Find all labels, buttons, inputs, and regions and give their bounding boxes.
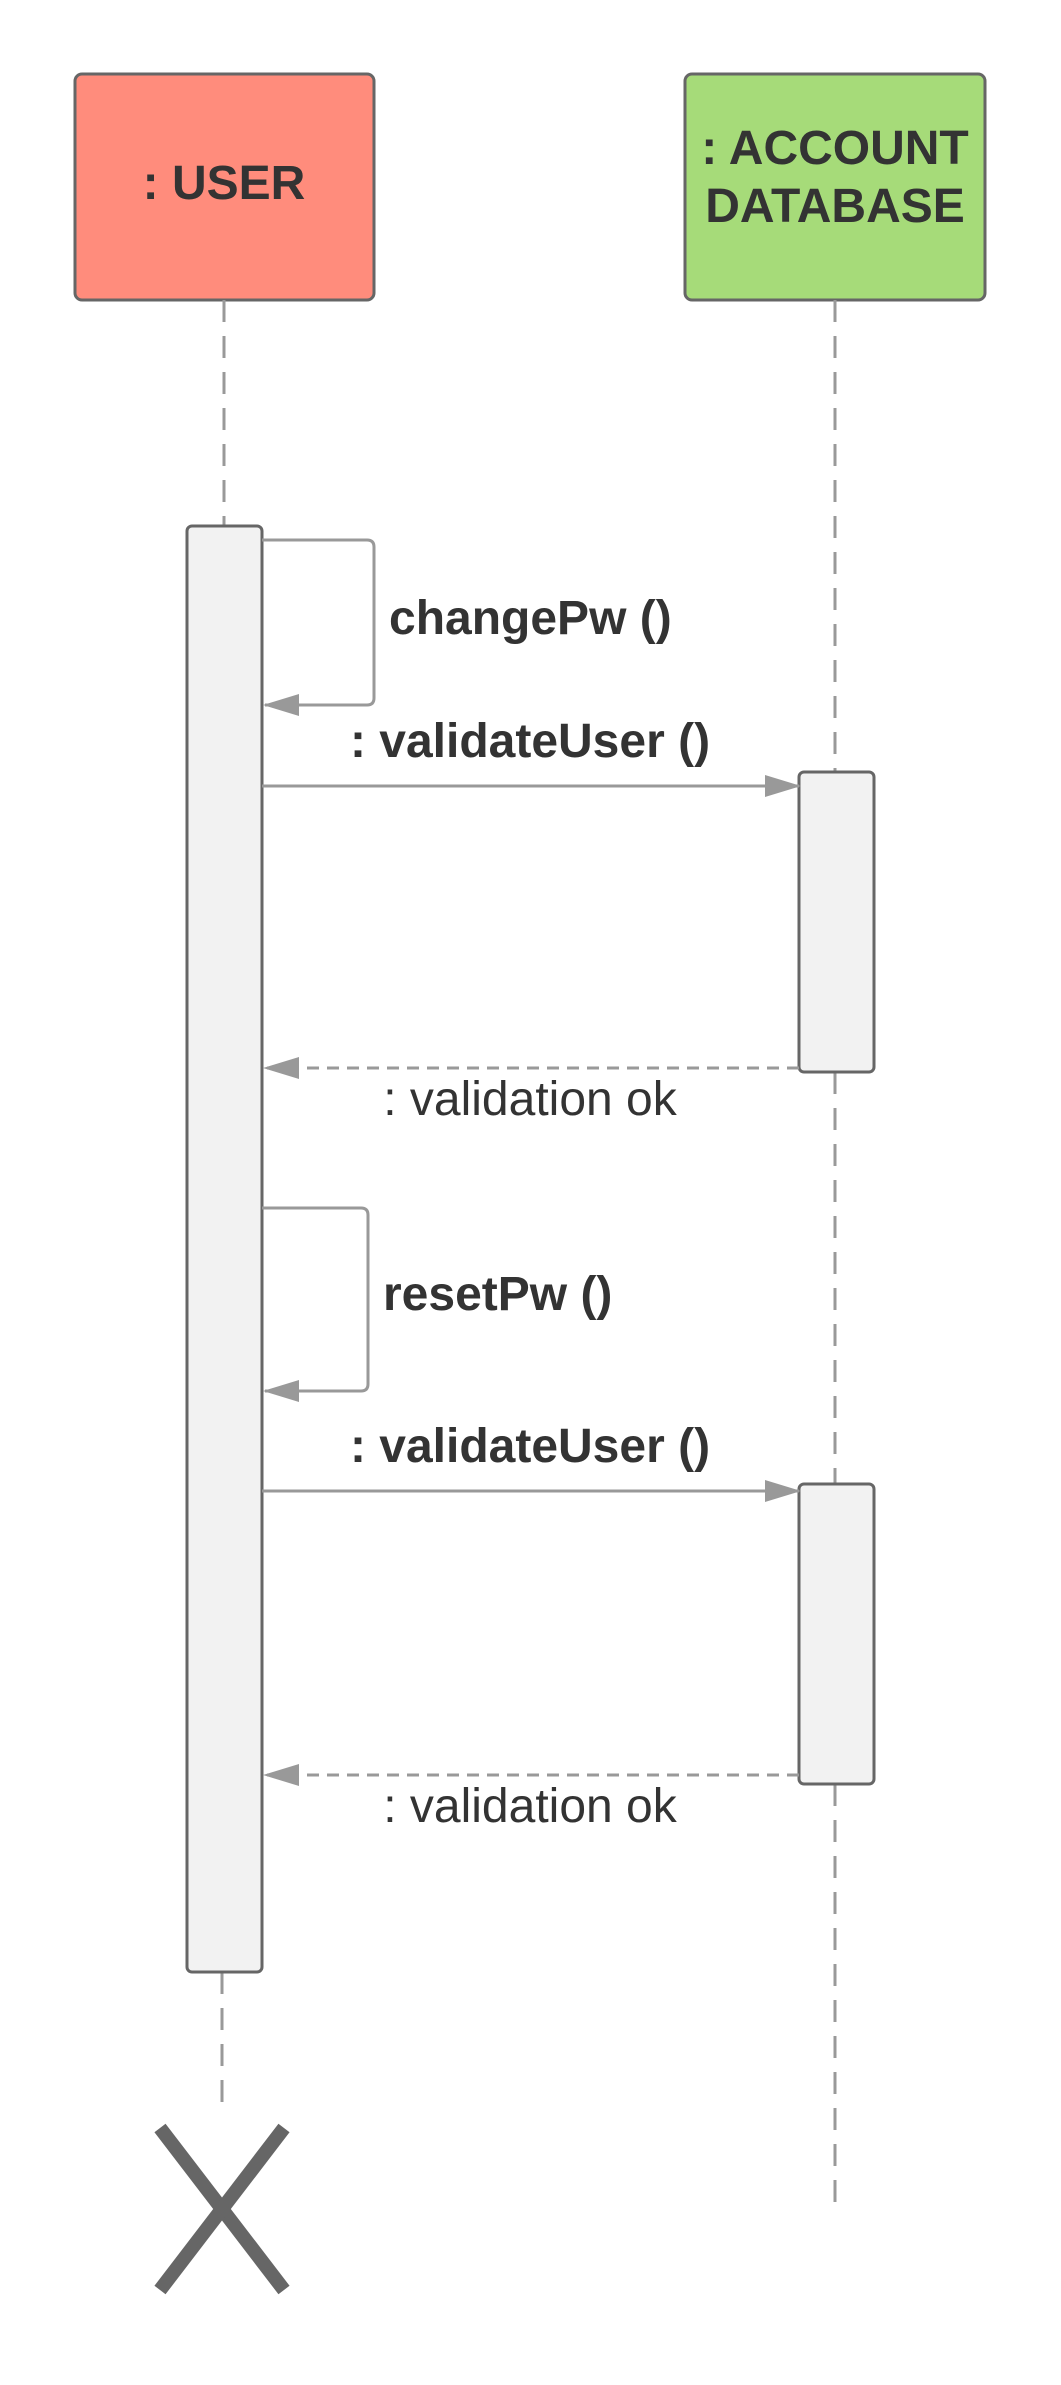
participant-account-database: : ACCOUNT DATABASE bbox=[683, 72, 987, 302]
participant-account-database-label-line2: DATABASE bbox=[705, 180, 965, 233]
db-activation-bar-1 bbox=[797, 770, 876, 1074]
message-change-pw-arrow bbox=[262, 538, 376, 716]
participant-user-label: : USER bbox=[143, 157, 306, 210]
message-validation-ok-1: : validation ok bbox=[263, 1057, 799, 1126]
message-reset-pw-label: resetPw () bbox=[383, 1268, 612, 1321]
message-reset-pw: resetPw () bbox=[262, 1206, 612, 1402]
message-reset-pw-arrow bbox=[262, 1206, 370, 1402]
message-validate-user-1: : validateUser () bbox=[262, 715, 801, 797]
message-validation-ok-2-label: : validation ok bbox=[383, 1780, 678, 1833]
message-change-pw-label: changePw () bbox=[389, 592, 672, 645]
message-validate-user-2: : validateUser () bbox=[262, 1420, 801, 1502]
user-activation-bar bbox=[185, 524, 264, 1974]
participant-account-database-label-line1: : ACCOUNT bbox=[701, 122, 969, 175]
db-activation-bar-2 bbox=[797, 1482, 876, 1786]
participant-user: : USER bbox=[73, 72, 376, 302]
message-change-pw: changePw () bbox=[262, 538, 672, 716]
user-destroy-marker bbox=[154, 2123, 290, 2295]
message-validation-ok-1-label: : validation ok bbox=[383, 1073, 678, 1126]
destroy-x-stroke-2 bbox=[154, 2123, 290, 2295]
message-validate-user-2-label: : validateUser () bbox=[350, 1420, 710, 1473]
message-validation-ok-2: : validation ok bbox=[263, 1764, 799, 1833]
message-validate-user-1-label: : validateUser () bbox=[350, 715, 710, 768]
